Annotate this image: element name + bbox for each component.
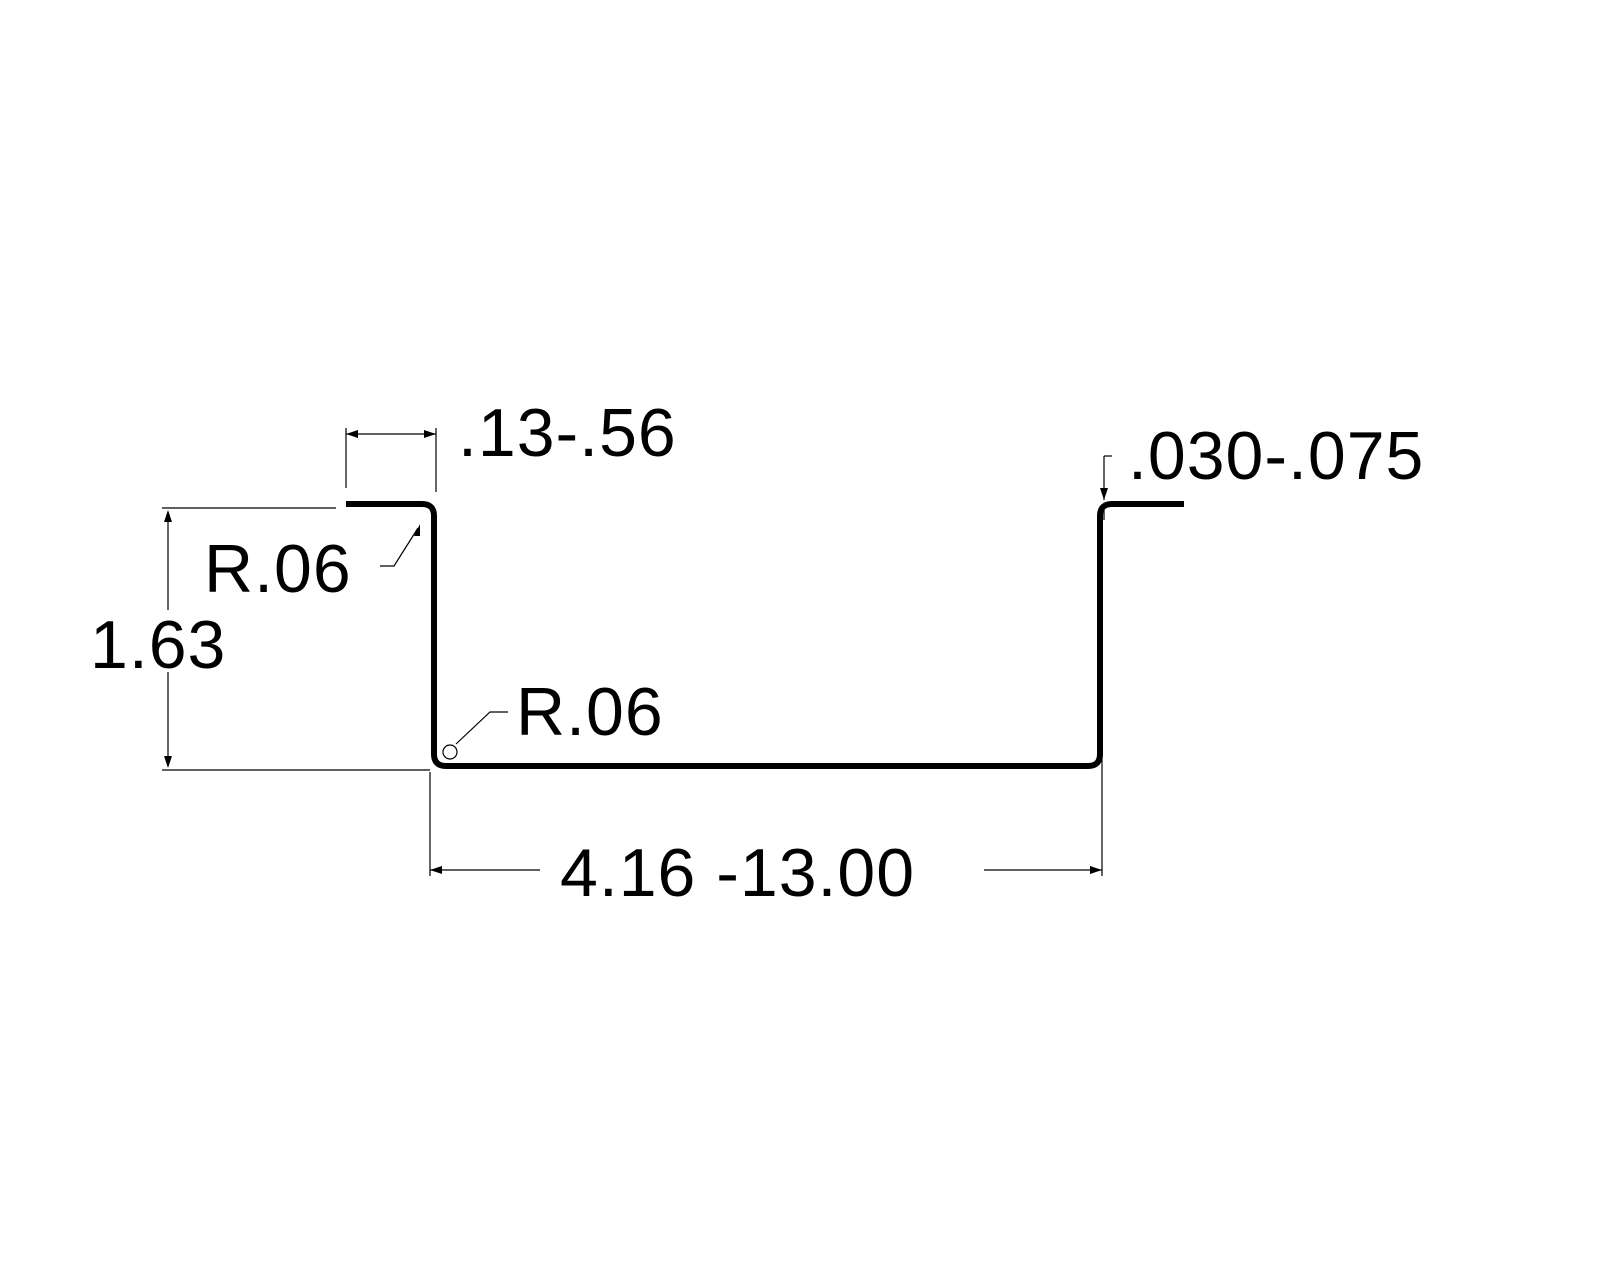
channel-profile-outline	[346, 501, 1184, 769]
width-dimension	[429, 510, 1103, 876]
width-label: 4.16 -13.00	[560, 835, 915, 911]
height-label: 1.63	[90, 607, 226, 683]
top-radius-label: R.06	[204, 531, 352, 607]
thickness-dimension	[1100, 455, 1112, 520]
flange-width-label: .13-.56	[458, 395, 677, 471]
height-dimension	[162, 507, 430, 771]
bottom-radius-leader	[442, 711, 508, 760]
top-radius-leader	[380, 524, 420, 567]
flange-width-dimension	[345, 428, 437, 492]
bottom-radius-label: R.06	[516, 674, 664, 750]
thickness-label: .030-.075	[1128, 418, 1424, 494]
